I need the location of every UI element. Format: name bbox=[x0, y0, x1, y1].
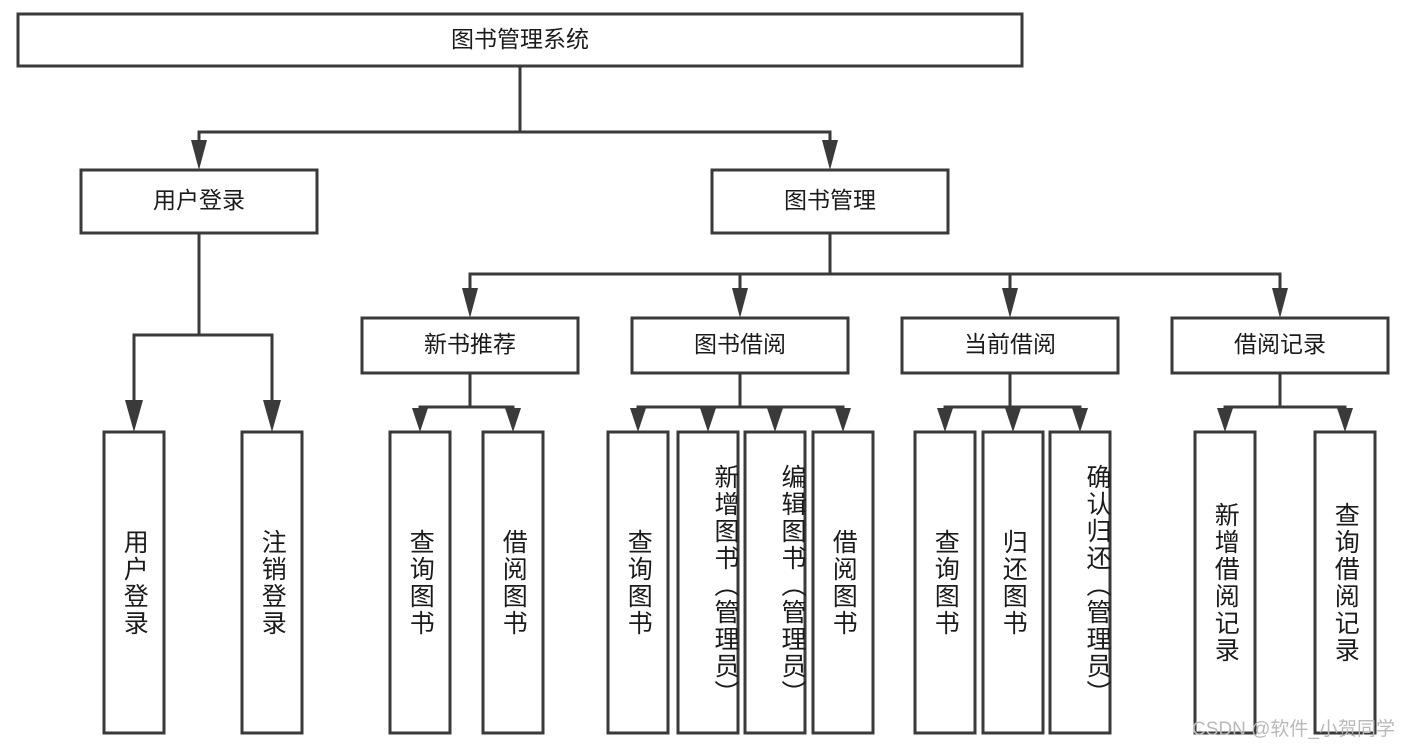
arrow-bb-leaf-4 bbox=[835, 408, 851, 432]
node-label-book-borrow: 图书借阅 bbox=[694, 331, 786, 357]
node-label-new-book-recommend: 新书推荐 bbox=[424, 331, 516, 357]
node-box-root[interactable] bbox=[16, 12, 1024, 68]
arrow-user-login-leaf-1 bbox=[125, 400, 143, 432]
node-box-current-borrow[interactable] bbox=[900, 316, 1120, 375]
csdn-watermark: CSDN @软件_小贺同学 bbox=[1192, 719, 1395, 740]
connector-group-borrow-record bbox=[1217, 371, 1353, 432]
node-box-book-borrow[interactable] bbox=[630, 316, 850, 375]
node-label-current-borrow: 当前借阅 bbox=[964, 331, 1056, 357]
node-box-leaf-borrow-book-1[interactable] bbox=[481, 430, 545, 735]
arrow-cb-leaf-1 bbox=[937, 408, 953, 432]
arrow-nbr-leaf-1 bbox=[412, 408, 428, 432]
node-label-book-management: 图书管理 bbox=[784, 187, 876, 213]
node-box-leaf-add-record[interactable] bbox=[1193, 430, 1257, 735]
arrow-bm-to-current-borrow bbox=[1002, 288, 1018, 318]
connector-group-root bbox=[191, 64, 838, 170]
arrow-br-leaf-2 bbox=[1337, 408, 1353, 432]
arrow-nbr-leaf-2 bbox=[505, 408, 521, 432]
node-box-leaf-query-book-2[interactable] bbox=[606, 430, 670, 735]
node-box-leaf-edit-book[interactable] bbox=[743, 430, 807, 735]
node-box-leaf-query-book-1[interactable] bbox=[388, 430, 452, 735]
node-box-leaf-user-login[interactable] bbox=[102, 430, 166, 735]
arrow-bm-to-borrow-record bbox=[1272, 288, 1288, 318]
arrow-bm-to-new-book-recommend bbox=[462, 288, 478, 318]
node-box-leaf-query-record[interactable] bbox=[1313, 430, 1377, 735]
connector-group-user-login bbox=[125, 231, 281, 432]
node-box-user-login[interactable] bbox=[79, 168, 319, 235]
arrow-user-login-leaf-2 bbox=[263, 400, 281, 432]
arrow-cb-leaf-3 bbox=[1072, 408, 1088, 432]
node-box-leaf-return-book[interactable] bbox=[981, 430, 1045, 735]
node-box-book-management[interactable] bbox=[710, 168, 950, 235]
connector-group-book-borrow bbox=[630, 371, 851, 432]
node-box-leaf-logout-login[interactable] bbox=[240, 430, 304, 735]
arrow-root-to-book-management bbox=[822, 140, 838, 170]
arrow-bb-leaf-2 bbox=[700, 408, 716, 432]
node-box-new-book-recommend[interactable] bbox=[360, 316, 580, 375]
arrow-bb-leaf-1 bbox=[630, 408, 646, 432]
connector-group-new-book-recommend bbox=[412, 371, 521, 432]
connector-group-book-management bbox=[462, 231, 1288, 318]
arrow-root-to-user-login bbox=[191, 140, 207, 170]
arrow-cb-leaf-2 bbox=[1005, 408, 1021, 432]
connector-group-current-borrow bbox=[937, 371, 1088, 432]
arrow-bm-to-book-borrow bbox=[732, 288, 748, 318]
node-box-leaf-query-book-3[interactable] bbox=[913, 430, 977, 735]
node-label-user-login: 用户登录 bbox=[153, 187, 245, 213]
node-label-borrow-record: 借阅记录 bbox=[1234, 331, 1326, 357]
arrow-bb-leaf-3 bbox=[767, 408, 783, 432]
node-box-leaf-borrow-book-2[interactable] bbox=[811, 430, 875, 735]
node-label-root: 图书管理系统 bbox=[451, 26, 589, 52]
node-box-leaf-add-book[interactable] bbox=[676, 430, 740, 735]
node-box-borrow-record[interactable] bbox=[1170, 316, 1390, 375]
arrow-br-leaf-1 bbox=[1217, 408, 1233, 432]
node-box-leaf-confirm-return[interactable] bbox=[1048, 430, 1112, 735]
